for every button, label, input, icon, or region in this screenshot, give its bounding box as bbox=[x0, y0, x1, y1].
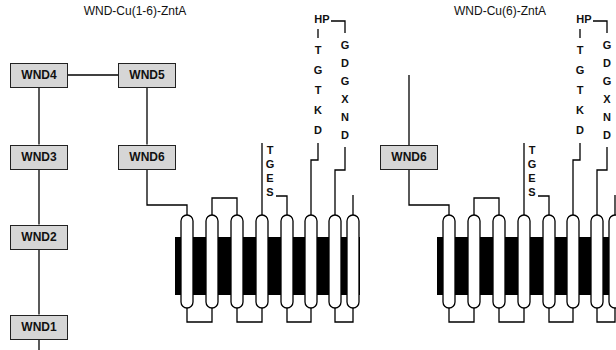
loop-line bbox=[147, 170, 187, 215]
helix bbox=[543, 215, 555, 308]
loop-line bbox=[449, 308, 474, 322]
domain-label: WND3 bbox=[21, 150, 56, 164]
sequence-motif: GDGXND bbox=[340, 36, 351, 144]
panel-title: WND-Cu(1-6)-ZntA bbox=[84, 4, 187, 18]
loop-line bbox=[331, 21, 345, 33]
sequence-motif: TGTKD bbox=[313, 40, 324, 140]
panel-title: WND-Cu(6)-ZntA bbox=[454, 4, 546, 18]
loop-line bbox=[317, 29, 318, 38]
helix bbox=[518, 215, 530, 308]
loop-line bbox=[593, 21, 607, 33]
loop-line bbox=[409, 170, 449, 215]
domain-label: WND1 bbox=[21, 320, 56, 334]
loop-line bbox=[499, 308, 524, 322]
loop-line bbox=[614, 195, 615, 215]
loop-line bbox=[187, 308, 212, 322]
linker-line bbox=[38, 88, 39, 145]
domain-box: WND2 bbox=[10, 225, 68, 250]
domain-label: WND6 bbox=[129, 150, 164, 164]
loop-line bbox=[573, 143, 580, 215]
loop-line bbox=[237, 308, 262, 322]
loop-line bbox=[408, 75, 409, 145]
helix bbox=[181, 215, 193, 308]
domain-label: WND4 bbox=[21, 68, 56, 82]
loop-line bbox=[597, 147, 607, 215]
loop-line bbox=[579, 29, 580, 38]
sequence-motif: TGTKD bbox=[575, 40, 586, 140]
transmembrane-domain bbox=[147, 21, 360, 322]
helix bbox=[347, 215, 359, 308]
loop-line bbox=[549, 308, 573, 322]
domain-box: WND5 bbox=[118, 63, 176, 88]
domain-box: WND6 bbox=[118, 145, 176, 170]
domain-label: WND5 bbox=[129, 68, 164, 82]
helix bbox=[468, 215, 480, 308]
transmembrane-domain bbox=[409, 21, 616, 322]
loop-line bbox=[352, 195, 353, 215]
domain-box: WND3 bbox=[10, 145, 68, 170]
linker-line bbox=[68, 74, 118, 75]
helix bbox=[231, 215, 243, 308]
helix bbox=[609, 215, 616, 308]
helix bbox=[206, 215, 218, 308]
linker-line bbox=[146, 88, 147, 145]
loop-line bbox=[287, 308, 311, 322]
loop-line bbox=[212, 198, 237, 215]
helix bbox=[329, 215, 341, 308]
helix bbox=[493, 215, 505, 308]
domain-box: WND6 bbox=[380, 145, 438, 170]
sequence-motif: TGES bbox=[265, 143, 276, 199]
sequence-motif: TGES bbox=[527, 143, 538, 199]
linker-line bbox=[38, 250, 39, 315]
loop-line bbox=[474, 198, 499, 215]
loop-line bbox=[335, 308, 353, 322]
helix bbox=[305, 215, 317, 308]
helix bbox=[591, 215, 603, 308]
sequence-motif: GDGXND bbox=[602, 36, 613, 144]
linker-line bbox=[38, 170, 39, 225]
domain-box: WND4 bbox=[10, 63, 68, 88]
loop-line bbox=[261, 143, 262, 215]
helix bbox=[443, 215, 455, 308]
loop-line bbox=[311, 143, 318, 215]
sequence-motif: HP bbox=[576, 12, 591, 26]
loop-line bbox=[597, 308, 615, 322]
helix bbox=[256, 215, 268, 308]
loop-line bbox=[276, 196, 287, 215]
domain-label: WND2 bbox=[21, 230, 56, 244]
domain-box: WND1 bbox=[10, 315, 68, 340]
loop-line bbox=[523, 143, 524, 215]
sequence-motif: HP bbox=[314, 12, 329, 26]
loop-line bbox=[335, 147, 345, 215]
loop-line bbox=[538, 196, 549, 215]
helix bbox=[567, 215, 579, 308]
domain-label: WND6 bbox=[391, 150, 426, 164]
helix bbox=[281, 215, 293, 308]
tail-line bbox=[38, 340, 39, 350]
